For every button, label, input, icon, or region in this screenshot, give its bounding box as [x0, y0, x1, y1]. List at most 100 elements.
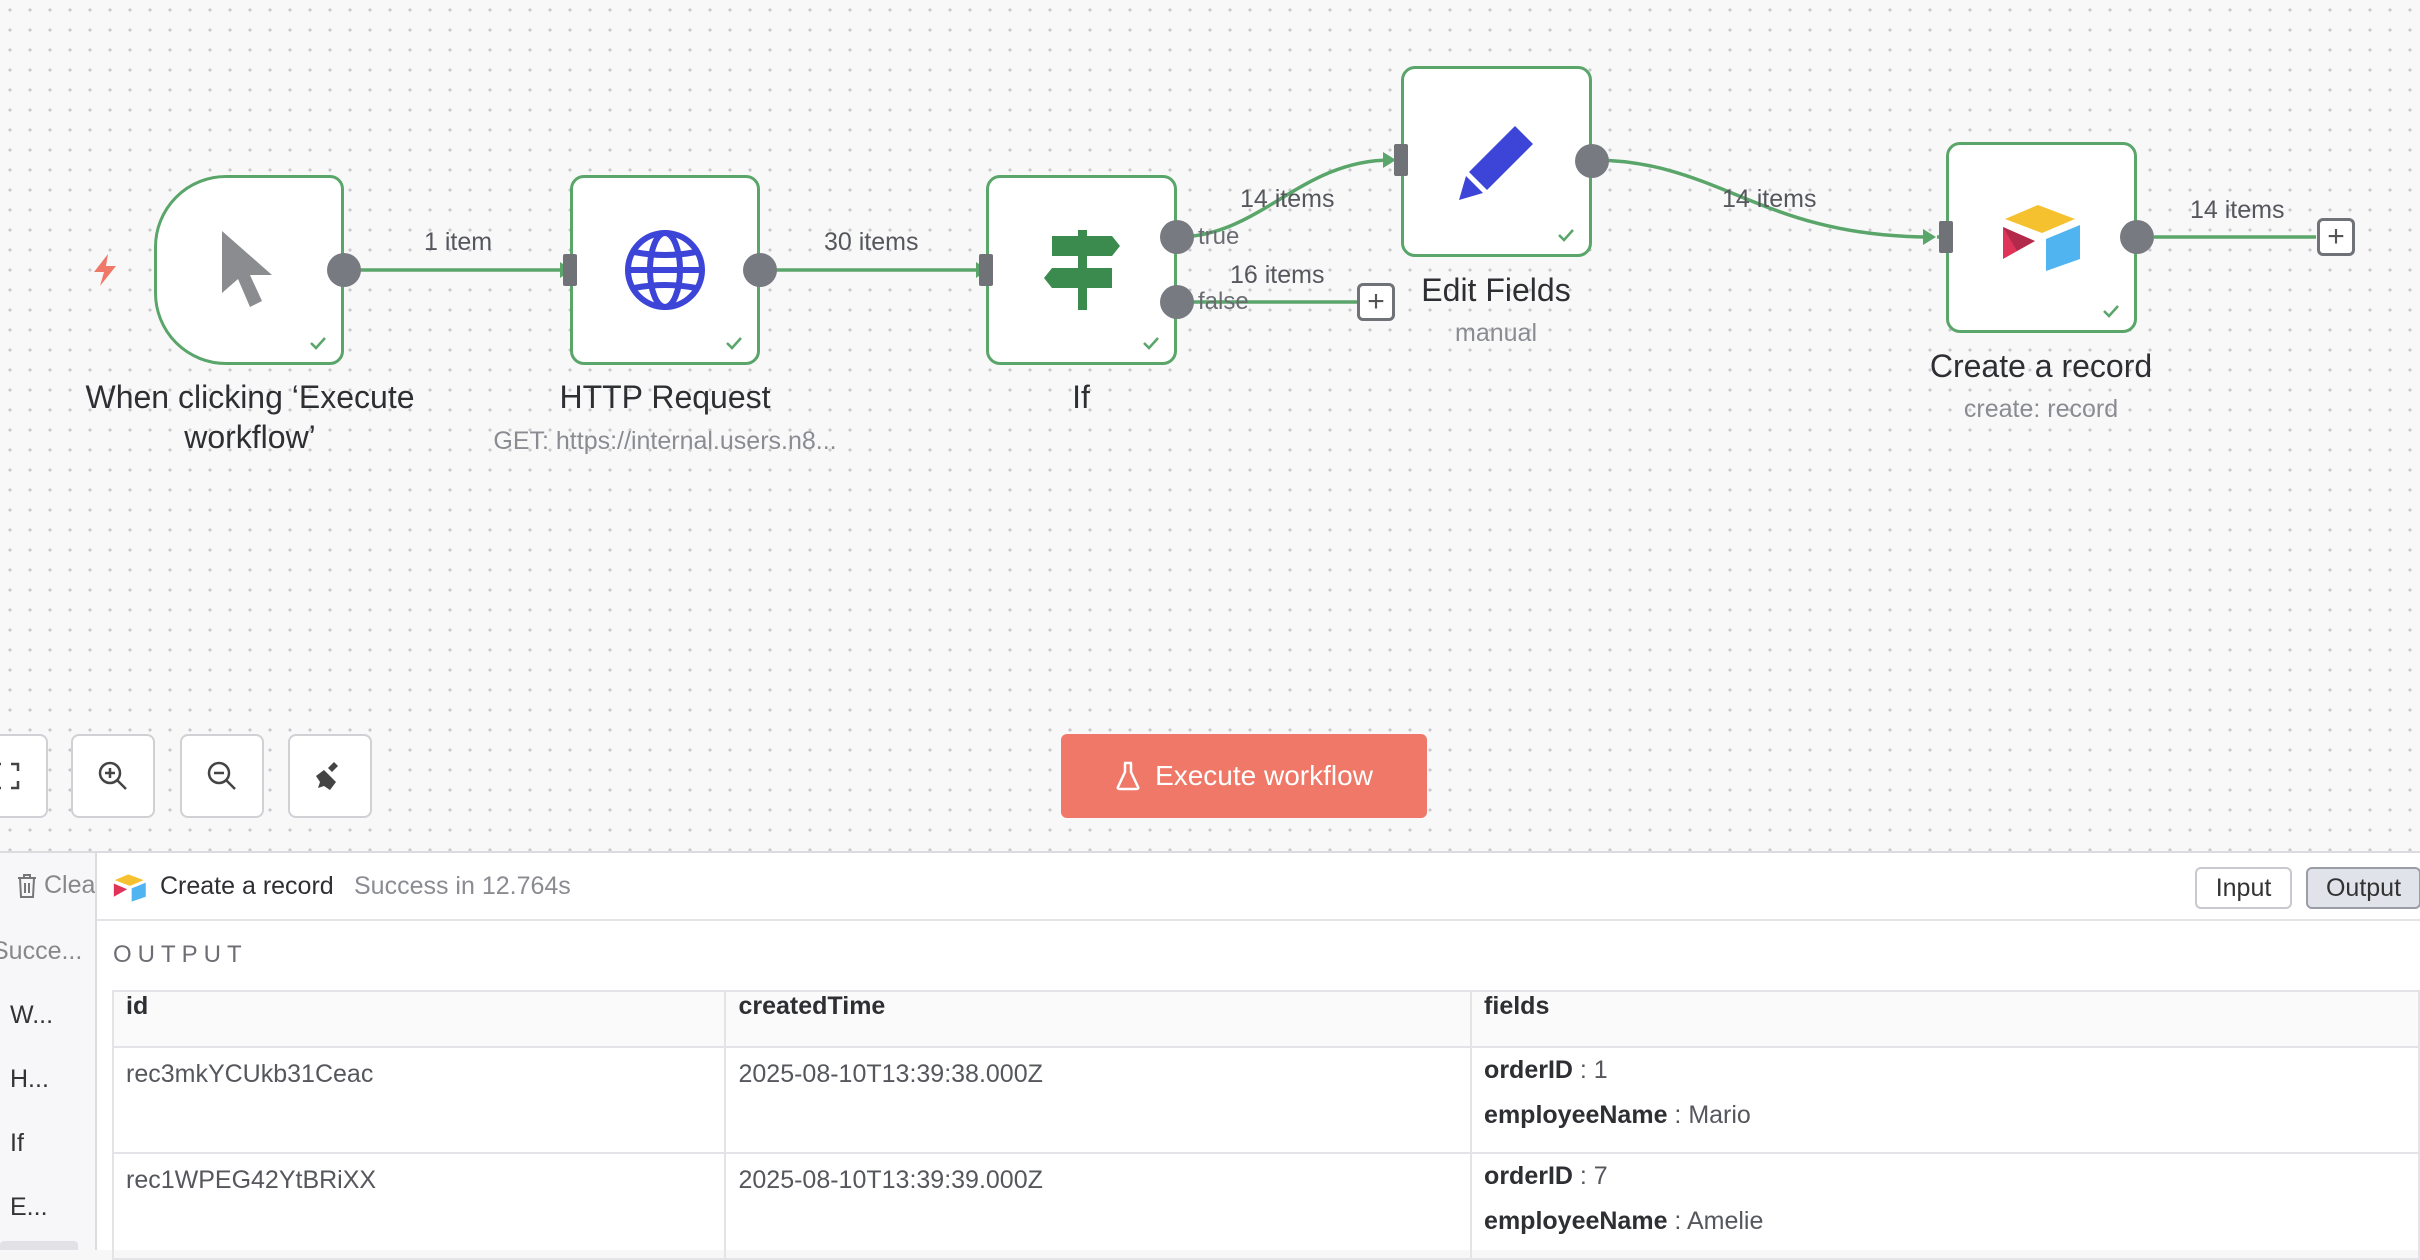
signpost-icon: [1043, 230, 1120, 310]
check-icon: [310, 337, 326, 350]
globe-icon: [625, 230, 705, 310]
left-node-item-selected[interactable]: [0, 1241, 78, 1250]
output-handle[interactable]: [2120, 220, 2154, 254]
output-panel: Clear execution Succe... W... H... If E.…: [0, 851, 2420, 1260]
fit-view-icon: [0, 762, 20, 790]
arrow-head: [1923, 229, 1936, 245]
input-handle[interactable]: [1394, 144, 1408, 176]
trigger-bolt-icon: [94, 254, 116, 286]
workflow-canvas[interactable]: When clicking ‘Execute workflow’ HTTP Re…: [0, 0, 2420, 851]
field-entry: employeeName : Mario: [1484, 1101, 1751, 1129]
edge-label: 14 items: [1240, 185, 1335, 213]
cell-fields: orderID : 1 employeeName : Mario: [1470, 1046, 2420, 1154]
execute-workflow-button[interactable]: Execute workflow: [1061, 734, 1427, 818]
execute-label: Execute workflow: [1155, 760, 1373, 791]
field-entry: employeeName : Amelie: [1484, 1207, 1764, 1235]
field-key: orderID: [1484, 1056, 1573, 1084]
cell-created-time: 2025-08-10T13:39:38.000Z: [724, 1046, 1473, 1154]
check-icon: [2103, 305, 2119, 318]
port-label-false: false: [1198, 288, 1249, 315]
table-row: rec1WPEG42YtBRiXX 2025-08-10T13:39:39.00…: [111, 1152, 2420, 1260]
node-title: Create a record: [1929, 348, 2153, 384]
left-node-item[interactable]: H...: [10, 1065, 49, 1093]
panel-header: Create a record Success in 12.764s Input…: [97, 853, 2420, 921]
field-key: employeeName: [1484, 1207, 1668, 1235]
left-node-item[interactable]: If: [10, 1129, 24, 1157]
edge-label: 14 items: [1722, 185, 1817, 213]
node-title: HTTP Request: [559, 379, 771, 415]
output-table: id createdTime fields rec3mkYCUkb31Ceac …: [111, 990, 2420, 1260]
cell-id: rec3mkYCUkb31Ceac: [111, 1046, 727, 1154]
table-header-row: id createdTime fields: [111, 990, 2420, 1048]
left-status: Succe...: [0, 937, 83, 965]
clear-execution-button[interactable]: Clear execution: [16, 871, 96, 900]
cell-id: rec1WPEG42YtBRiXX: [111, 1152, 727, 1260]
column-header: fields: [1470, 990, 2420, 1048]
zoom-out-button[interactable]: [180, 734, 264, 818]
add-node-button[interactable]: +: [2317, 218, 2355, 256]
node-title: Edit Fields: [1421, 272, 1571, 308]
node-subtitle: manual: [1455, 319, 1537, 347]
node-title: If: [1072, 379, 1090, 415]
node-if[interactable]: [986, 175, 1177, 365]
left-node-item[interactable]: E...: [10, 1193, 48, 1221]
output-section-title: OUTPUT: [113, 941, 248, 968]
port-label-true: true: [1198, 223, 1240, 250]
node-subtitle: GET: https://internal.users.n8...: [493, 427, 837, 455]
fit-view-button[interactable]: [0, 734, 48, 818]
node-manual-trigger[interactable]: [154, 175, 344, 365]
node-title: When clicking ‘Execute workflow’: [85, 379, 415, 455]
zoom-out-icon: [207, 761, 236, 790]
field-key: employeeName: [1484, 1101, 1668, 1129]
execution-status: Success in 12.764s: [354, 872, 571, 900]
input-tab-button[interactable]: Input: [2195, 867, 2292, 909]
edge-label: 30 items: [824, 228, 919, 256]
node-subtitle: create: record: [1963, 395, 2119, 423]
node-create-record[interactable]: [1946, 142, 2137, 333]
input-handle[interactable]: [1939, 221, 1953, 253]
field-entry: orderID : 1: [1484, 1056, 1608, 1084]
edge-label: 14 items: [2190, 196, 2285, 224]
edge-label: 16 items: [1230, 261, 1325, 289]
input-handle[interactable]: [563, 254, 577, 286]
check-icon: [1558, 229, 1574, 242]
field-value: Mario: [1688, 1101, 1751, 1129]
output-handle[interactable]: [327, 253, 361, 287]
edge-if-true-edit[interactable]: [1176, 158, 1392, 239]
output-handle[interactable]: [743, 253, 777, 287]
broom-icon: [316, 762, 338, 790]
panel-node-name: Create a record: [160, 872, 334, 900]
edge-edit-create[interactable]: [1591, 158, 1932, 239]
cursor-icon: [222, 231, 272, 307]
field-value: 7: [1593, 1162, 1608, 1190]
output-handle-false[interactable]: [1160, 285, 1194, 319]
output-handle[interactable]: [1575, 144, 1609, 178]
tidy-up-button[interactable]: [288, 734, 372, 818]
field-key: orderID: [1484, 1162, 1573, 1190]
column-header: createdTime: [724, 990, 1473, 1048]
edge-label: 1 item: [424, 228, 493, 256]
airtable-icon: [2002, 204, 2080, 271]
cell-created-time: 2025-08-10T13:39:39.000Z: [724, 1152, 1473, 1260]
add-node-button[interactable]: +: [1357, 283, 1395, 321]
pencil-icon: [1458, 125, 1533, 200]
clear-label: Clear execution: [44, 871, 96, 899]
zoom-in-icon: [98, 761, 127, 790]
node-edit-fields[interactable]: [1401, 66, 1592, 257]
field-value: 1: [1593, 1056, 1608, 1084]
trash-icon: [18, 873, 36, 898]
zoom-in-button[interactable]: [71, 734, 155, 818]
airtable-icon: [113, 874, 146, 902]
table-row: rec3mkYCUkb31Ceac 2025-08-10T13:39:38.00…: [111, 1046, 2420, 1154]
input-handle[interactable]: [979, 254, 993, 286]
arrow-head: [1383, 152, 1396, 168]
column-header: id: [111, 990, 727, 1048]
node-http-request[interactable]: [570, 175, 760, 365]
output-tab-button[interactable]: Output: [2306, 867, 2420, 909]
execution-sidebar: Clear execution Succe... W... H... If E.…: [0, 853, 97, 1250]
field-value: Amelie: [1686, 1207, 1764, 1235]
flask-icon: [1116, 761, 1140, 791]
output-handle-true[interactable]: [1160, 220, 1194, 254]
left-node-item[interactable]: W...: [10, 1001, 54, 1029]
cell-fields: orderID : 7 employeeName : Amelie: [1470, 1152, 2420, 1260]
